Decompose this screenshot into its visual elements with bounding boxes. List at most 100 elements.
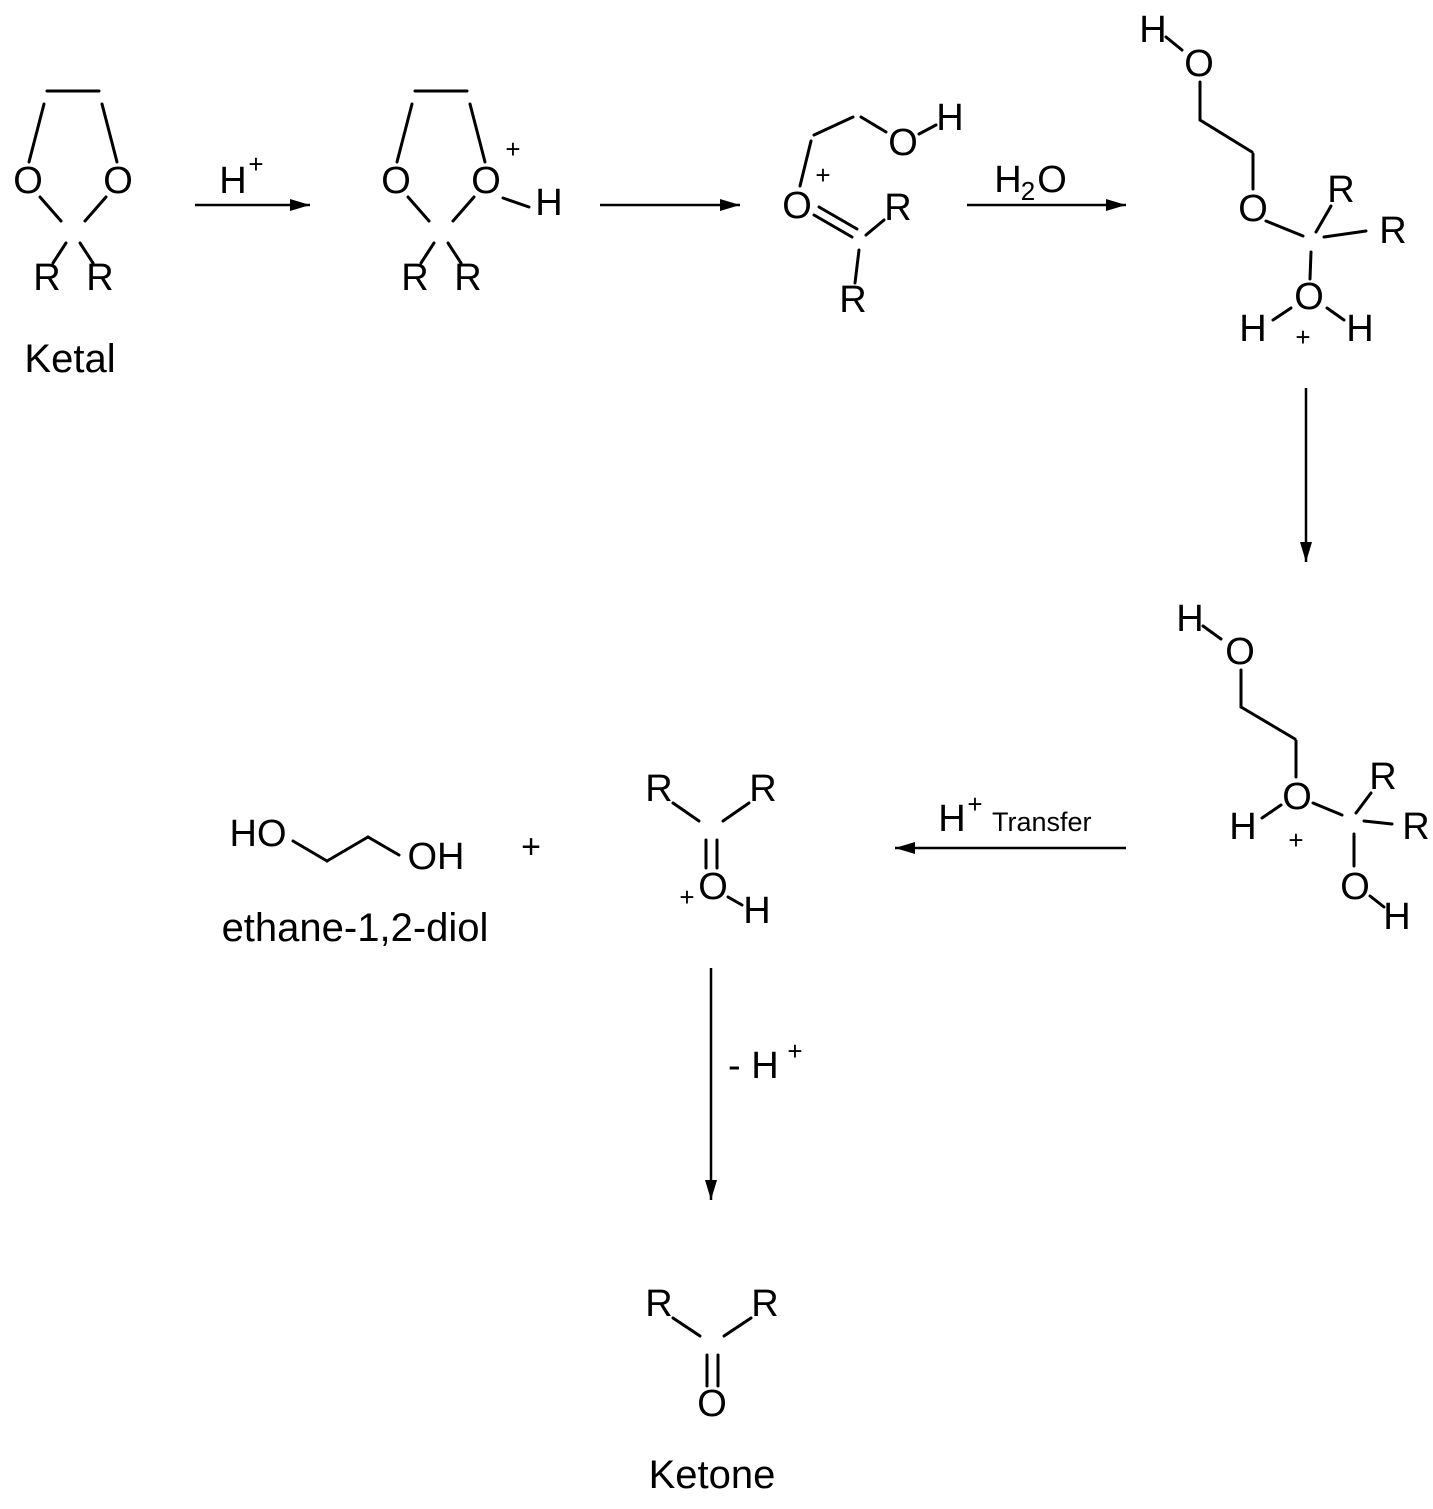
arrow-label-sub2: 2 — [1021, 176, 1035, 206]
r-group: R — [1402, 806, 1429, 848]
hydrogen-atom: H — [1139, 9, 1166, 51]
oxygen-atom: O — [697, 1383, 727, 1425]
oxygen-atom: O — [782, 185, 812, 227]
arrow-protonation: H + — [195, 149, 310, 211]
bond — [1322, 229, 1368, 239]
arrow-label-plus: + — [787, 1036, 802, 1066]
plus-charge: + — [505, 134, 520, 164]
plus-charge: + — [1288, 825, 1303, 855]
bond — [291, 839, 329, 863]
bond — [451, 195, 476, 223]
bond — [78, 241, 95, 265]
bond — [419, 241, 436, 265]
bond — [1201, 624, 1223, 641]
hydrogen-atom: H — [936, 97, 963, 139]
bond — [812, 115, 855, 137]
plus-separator: + — [521, 828, 541, 866]
bond — [1368, 894, 1386, 909]
oxygen-atom: O — [471, 160, 501, 202]
plus-charge: + — [679, 882, 694, 912]
r-group: R — [401, 257, 428, 299]
bond — [100, 102, 119, 164]
r-group: R — [839, 279, 866, 321]
oxygen-atom: O — [381, 160, 411, 202]
oxygen-atom: O — [1184, 43, 1214, 85]
bond — [325, 835, 370, 863]
bond — [1362, 819, 1394, 826]
hydrogen-atom: H — [743, 890, 770, 932]
r-group: R — [454, 257, 481, 299]
bond — [395, 102, 414, 164]
hydrogen-atom: H — [1383, 896, 1410, 938]
r-group: R — [86, 257, 113, 299]
arrow-label-h: H — [219, 160, 246, 202]
arrow-label-h: H — [994, 159, 1021, 201]
diol-caption: ethane-1,2-diol — [222, 906, 489, 950]
bond — [51, 241, 68, 265]
ketone-structure: R R O Ketone — [645, 1283, 778, 1497]
arrow-label-plus: + — [967, 789, 982, 819]
ether-oxonium-structure: H O O H + R R O H — [1176, 598, 1429, 938]
hydrogen-atom: H — [535, 182, 562, 224]
protonated-ketal-structure: O O + H R R — [381, 89, 563, 299]
oxygen-atom: O — [698, 866, 728, 908]
arrow-label-transfer: Transfer — [992, 807, 1092, 837]
bond — [468, 102, 487, 164]
bond — [446, 241, 463, 265]
bond — [501, 196, 531, 209]
bond — [853, 248, 861, 285]
diol-structure: HO OH ethane-1,2-diol — [222, 813, 489, 950]
double-bond — [817, 205, 859, 231]
bond — [1260, 803, 1283, 820]
oxygen-atom: O — [13, 160, 43, 202]
hydrate-oxonium-structure: H O O R R O H + H — [1139, 9, 1406, 352]
r-group: R — [884, 187, 911, 229]
bond — [671, 801, 701, 823]
arrow-label-minus-h: - H — [728, 1045, 779, 1087]
bond — [83, 195, 108, 223]
bond — [1311, 801, 1344, 817]
bond — [1354, 791, 1373, 815]
bond — [1164, 35, 1184, 52]
oxygen-atom: O — [1225, 631, 1255, 673]
r-group: R — [645, 768, 672, 810]
oxygen-atom: O — [888, 122, 918, 164]
bond — [1325, 306, 1346, 322]
hydrogen-atom: H — [1346, 308, 1373, 350]
bond — [917, 123, 938, 136]
bond — [1264, 219, 1305, 238]
hydroxyl-group: HO — [230, 813, 287, 855]
arrow-hydration: H 2 O — [967, 159, 1126, 211]
bond — [1198, 118, 1254, 154]
r-group: R — [645, 1283, 672, 1325]
bond — [798, 139, 813, 188]
bond — [721, 801, 751, 823]
oxygen-atom: O — [1282, 776, 1312, 818]
r-group: R — [749, 768, 776, 810]
bond — [1314, 204, 1333, 234]
oxygen-atom: O — [1294, 276, 1324, 318]
hydroxyl-group: OH — [408, 836, 465, 878]
protonated-ketone-structure: R R O + H — [645, 768, 776, 932]
oxygen-atom: O — [1340, 866, 1370, 908]
bond — [864, 218, 886, 237]
r-group: R — [33, 257, 60, 299]
bond — [406, 195, 431, 223]
oxygen-atom: O — [103, 160, 133, 202]
r-group: R — [1379, 210, 1406, 252]
arrow-proton-transfer: H + Transfer — [895, 789, 1126, 854]
r-group: R — [1369, 756, 1396, 798]
hydrogen-atom: H — [1239, 308, 1266, 350]
bond — [366, 835, 401, 857]
ketone-caption: Ketone — [649, 1453, 776, 1497]
oxygen-atom: O — [1238, 188, 1268, 230]
bond — [1271, 306, 1293, 322]
r-group: R — [751, 1283, 778, 1325]
r-group: R — [1327, 169, 1354, 211]
arrow-label-o: O — [1037, 159, 1067, 201]
arrow-label-plus: + — [248, 149, 263, 179]
bond — [726, 895, 744, 907]
bond — [722, 1316, 753, 1338]
bond — [1308, 250, 1313, 281]
